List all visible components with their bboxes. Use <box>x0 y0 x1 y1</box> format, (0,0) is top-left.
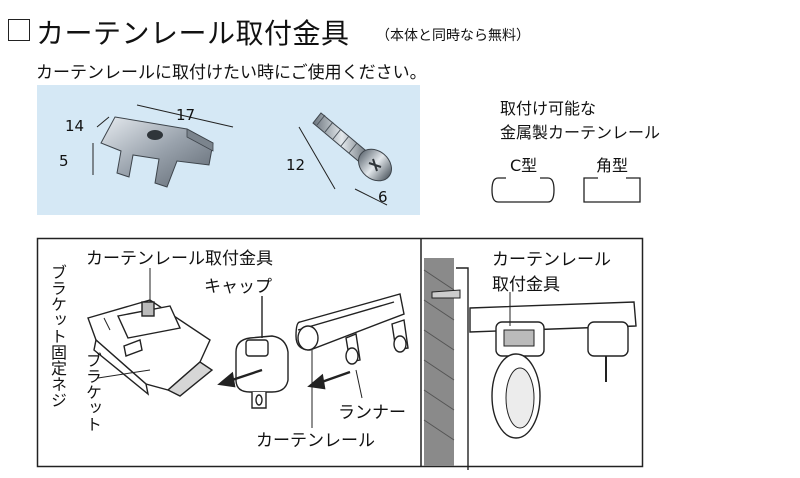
rail-drawing <box>295 293 405 351</box>
diagram-frame <box>36 237 644 468</box>
title-note: （本体と同時なら無料） <box>376 28 530 44</box>
direction-arrows <box>217 368 351 390</box>
label-runner: ランナー <box>338 403 406 423</box>
square-type-label: 角型 <box>596 156 629 175</box>
c-type-label: C型 <box>510 156 538 175</box>
screw-image <box>312 112 392 182</box>
leader-lines <box>97 268 363 428</box>
label-bracket-fitting: カーテンレール取付金具 <box>86 249 273 269</box>
product-photo-illustration <box>92 104 392 206</box>
title-checkbox-square <box>8 19 30 41</box>
dim-14: 14 <box>65 117 85 135</box>
product-photo-panel <box>37 85 420 215</box>
square-type-profile <box>583 177 641 203</box>
cap-drawing <box>235 296 289 409</box>
page-title: カーテンレール取付金具 <box>36 17 350 50</box>
label-bracket-fix-screw: ブラケット固定ネジ <box>48 264 67 408</box>
page-subtitle: カーテンレールに取付けたい時にご使用ください。 <box>36 63 427 83</box>
wall-mount-drawing <box>423 258 637 470</box>
dim-6: 6 <box>378 188 388 206</box>
label-right-line1: カーテンレール <box>492 250 611 270</box>
dim-12: 12 <box>286 156 306 174</box>
label-right-line2: 取付金具 <box>492 275 560 295</box>
dim-17: 17 <box>176 106 196 124</box>
rail-types-heading-line2: 金属製カーテンレール <box>500 123 661 142</box>
bracket-clip-image <box>100 116 214 188</box>
label-bracket: ブラケット <box>83 352 102 432</box>
label-cap: キャップ <box>204 277 272 297</box>
runner-drawing <box>345 319 409 365</box>
c-type-profile <box>491 177 555 203</box>
rail-types-heading-line1: 取付け可能な <box>500 99 597 118</box>
rail-profile-shapes <box>491 177 641 203</box>
dim-5: 5 <box>59 152 69 170</box>
label-curtain-rail: カーテンレール <box>256 431 375 451</box>
bracket-drawing <box>87 299 214 397</box>
